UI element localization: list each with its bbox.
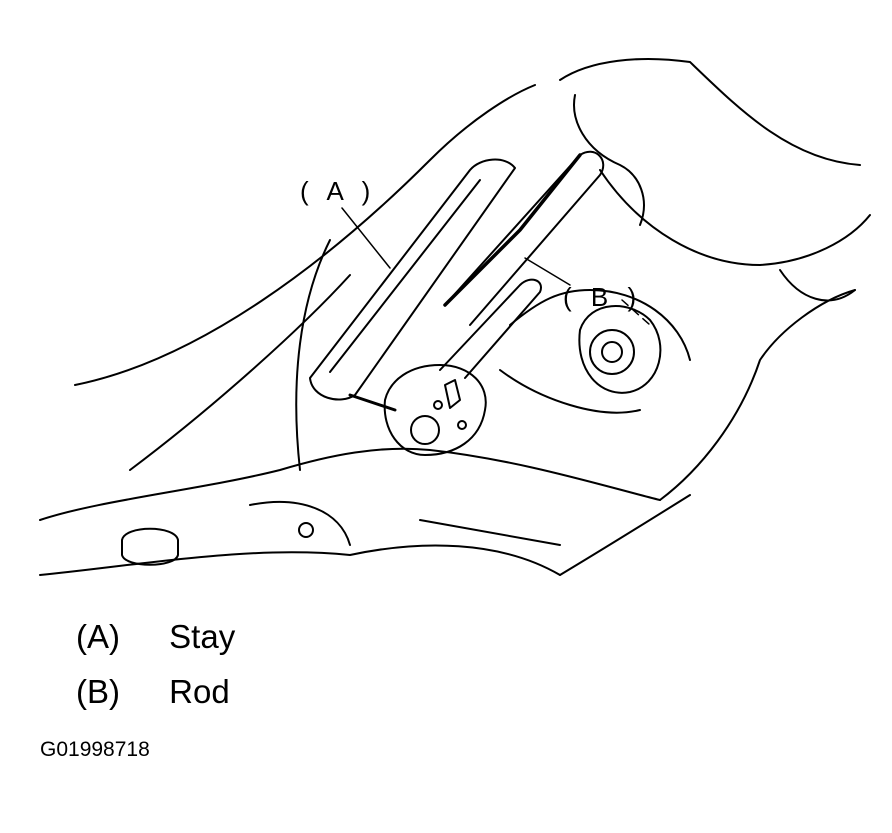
housing-knuckle bbox=[573, 94, 645, 226]
crossmember-hole bbox=[298, 522, 314, 538]
crossmember-groove bbox=[419, 519, 561, 546]
housing-lower-curve bbox=[599, 169, 871, 266]
component-line-drawing bbox=[39, 58, 871, 576]
wrench-slot bbox=[444, 379, 461, 409]
wrench-bolt bbox=[410, 415, 440, 445]
legend-label: Rod bbox=[169, 673, 230, 710]
wrench-head bbox=[383, 364, 487, 456]
rod-end-bolt-outer bbox=[589, 329, 635, 375]
stay-bar-inner bbox=[329, 179, 481, 373]
body-panel-inner-line bbox=[129, 274, 351, 471]
housing-edge bbox=[779, 269, 856, 302]
rod-end-bolt-inner bbox=[601, 341, 623, 363]
legend-label: Stay bbox=[169, 618, 236, 655]
rod-thick-edge bbox=[443, 153, 582, 307]
callout-a-leader bbox=[341, 207, 391, 269]
crossmember-top bbox=[39, 447, 661, 521]
crossmember-flange bbox=[249, 501, 351, 546]
crossmember-bottom bbox=[39, 544, 561, 576]
wrench-small-hole-2 bbox=[457, 420, 467, 430]
stay-bar-outline bbox=[309, 158, 516, 401]
figure-id: G01998718 bbox=[40, 738, 150, 761]
stay-bar-edge bbox=[348, 393, 397, 412]
wrench-small-hole-1 bbox=[433, 400, 443, 410]
body-panel-left-edge bbox=[295, 239, 331, 471]
rod-shaft bbox=[509, 289, 691, 361]
callout-b-leader bbox=[524, 257, 571, 286]
wrench-handle bbox=[439, 278, 542, 379]
crossmember-right bbox=[659, 289, 856, 501]
callout-b-label: ( B ) bbox=[563, 282, 643, 312]
rod-end-eye bbox=[578, 305, 662, 394]
callout-a-label: ( A ) bbox=[300, 176, 377, 206]
legend-key: (B) bbox=[76, 673, 120, 710]
upper-housing bbox=[559, 58, 861, 166]
rod-lower bbox=[499, 369, 641, 414]
body-panel-outline bbox=[74, 84, 536, 386]
crossmember-lower-right bbox=[559, 494, 691, 576]
left-bolt bbox=[121, 527, 179, 566]
legend-row: (A) Stay bbox=[76, 618, 235, 656]
legend-row: (B) Rod bbox=[76, 673, 230, 711]
legend-key: (A) bbox=[76, 618, 120, 655]
callout-b-leader-2 bbox=[621, 299, 651, 326]
